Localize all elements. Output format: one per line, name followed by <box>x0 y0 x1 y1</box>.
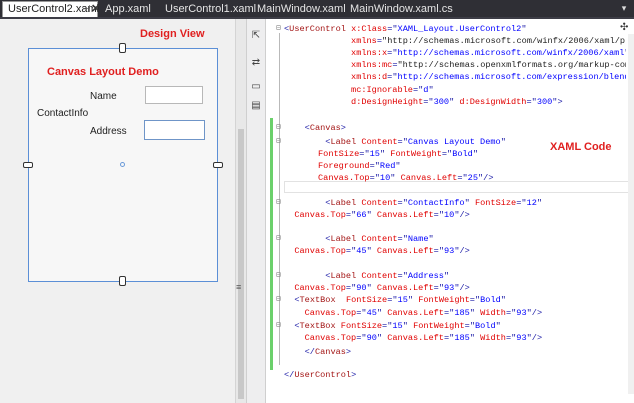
code-line[interactable]: Canvas.Top="45" Canvas.Left="93"/> <box>294 246 470 256</box>
design-scrollbar-thumb[interactable] <box>238 129 244 399</box>
address-textbox[interactable] <box>144 120 205 140</box>
tab-usercontrol1[interactable]: UserControl1.xaml <box>165 3 257 15</box>
code-line[interactable]: xmlns:d="http://schemas.microsoft.com/ex… <box>351 72 626 82</box>
design-view-annotation: Design View <box>140 28 205 40</box>
code-line[interactable]: mc:Ignorable="d" <box>351 85 434 95</box>
document-icon[interactable]: ▭ <box>251 81 261 92</box>
address-label[interactable]: Address <box>90 126 127 137</box>
contact-info-label[interactable]: ContactInfo <box>37 108 89 119</box>
fold-toggle-label-3[interactable]: ⊟ <box>276 233 281 242</box>
code-line[interactable]: <TextBox FontSize="15" FontWeight="Bold" <box>294 321 501 331</box>
pin-icon[interactable]: ⊣ <box>82 4 91 15</box>
code-line[interactable]: <Label Content="ContactInfo" FontSize="1… <box>325 198 543 208</box>
code-line[interactable]: xmlns:mc="http://schemas.openxmlformats.… <box>351 60 626 70</box>
code-line[interactable]: <Label Content="Name" <box>325 234 434 244</box>
view-toolbar: ⇱ ⇄ ▭ ▤ <box>246 19 266 403</box>
code-line[interactable]: <Label Content="Address" <box>325 271 450 281</box>
resize-handle-left[interactable] <box>23 162 33 168</box>
editor-scrollbar[interactable] <box>628 34 634 394</box>
split-view-icon[interactable]: ✣ <box>620 22 629 33</box>
code-line[interactable]: Canvas.Top="66" Canvas.Left="10"/> <box>294 210 470 220</box>
code-line[interactable]: d:DesignHeight="300" d:DesignWidth="300"… <box>351 97 563 107</box>
fold-toggle-canvas[interactable]: ⊟ <box>276 122 281 131</box>
close-icon[interactable]: ✕ <box>91 3 101 15</box>
canvas-title-label[interactable]: Canvas Layout Demo <box>47 66 159 78</box>
xaml-code-annotation: XAML Code <box>550 141 612 153</box>
fold-guide <box>279 33 280 365</box>
design-scrollbar[interactable] <box>235 19 246 403</box>
code-line[interactable]: Foreground="Red" <box>318 161 401 171</box>
code-line[interactable]: <TextBox FontSize="15" FontWeight="Bold" <box>294 295 506 305</box>
code-line[interactable]: FontSize="15" FontWeight="Bold" <box>318 149 479 159</box>
code-line[interactable]: <UserControl x:Class="XAML_Layout.UserCo… <box>284 24 527 34</box>
code-line[interactable]: <Label Content="Canvas Layout Demo" <box>325 137 506 147</box>
fold-toggle-usercontrol[interactable]: ⊟ <box>276 23 281 32</box>
resize-handle-top[interactable] <box>119 43 126 53</box>
tab-dropdown-icon[interactable]: ▾ <box>621 3 627 13</box>
pointer-icon[interactable]: ⇱ <box>251 30 261 41</box>
swap-icon[interactable]: ⇄ <box>251 57 261 68</box>
splitter-grip-icon[interactable]: ≡ <box>236 282 242 292</box>
xaml-editor[interactable] <box>266 19 634 403</box>
document-tab-strip: UserControl2.xaml ⊣ ✕ App.xaml UserContr… <box>0 0 634 18</box>
resize-handle-right[interactable] <box>213 162 223 168</box>
code-line[interactable]: Canvas.Top="45" Canvas.Left="185" Width=… <box>304 308 543 318</box>
fold-toggle-label-2[interactable]: ⊟ <box>276 197 281 206</box>
code-line[interactable]: Canvas.Top="10" Canvas.Left="25"/> <box>318 173 494 183</box>
tab-mainwindow-xaml[interactable]: MainWindow.xaml <box>257 3 346 15</box>
code-line[interactable]: </UserControl> <box>284 370 357 380</box>
name-label[interactable]: Name <box>90 91 117 102</box>
tab-label: UserControl2.xaml <box>8 3 100 15</box>
resize-handle-bottom[interactable] <box>119 276 126 286</box>
tab-mainwindow-xaml-cs[interactable]: MainWindow.xaml.cs <box>350 3 453 15</box>
fold-toggle-textbox-1[interactable]: ⊟ <box>276 294 281 303</box>
tab-usercontrol2[interactable]: UserControl2.xaml ⊣ ✕ <box>2 1 101 18</box>
name-textbox[interactable] <box>145 86 203 104</box>
code-line[interactable]: <Canvas> <box>304 123 346 133</box>
code-line[interactable]: </Canvas> <box>304 347 352 357</box>
fold-toggle-label-1[interactable]: ⊟ <box>276 136 281 145</box>
canvas-center-marker <box>120 162 125 167</box>
tab-strip-underline <box>0 17 634 19</box>
code-line[interactable]: xmlns="http://schemas.microsoft.com/winf… <box>351 36 626 46</box>
tab-app-xaml[interactable]: App.xaml <box>105 3 151 15</box>
fold-toggle-textbox-2[interactable]: ⊟ <box>276 320 281 329</box>
code-line[interactable]: Canvas.Top="90" Canvas.Left="185" Width=… <box>304 333 543 343</box>
change-tracking-margin <box>270 118 273 370</box>
grid-icon[interactable]: ▤ <box>251 100 261 111</box>
code-line[interactable]: xmlns:x="http://schemas.microsoft.com/wi… <box>351 48 626 58</box>
code-line[interactable]: Canvas.Top="90" Canvas.Left="93"/> <box>294 283 470 293</box>
fold-toggle-label-4[interactable]: ⊟ <box>276 270 281 279</box>
